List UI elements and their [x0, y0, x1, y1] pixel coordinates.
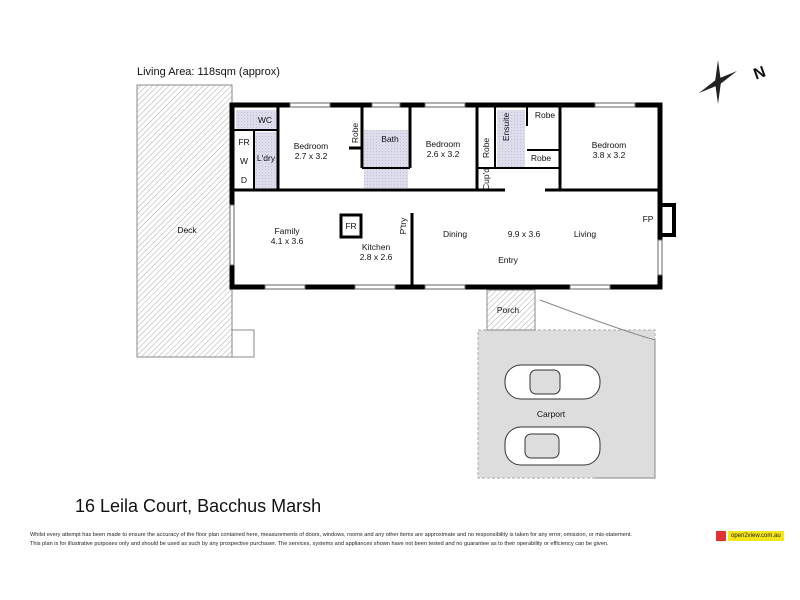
- room-porch: Porch: [496, 305, 520, 315]
- open2view-logo: open2view.com.au: [716, 531, 784, 541]
- room-robe-3b: Robe: [530, 153, 552, 163]
- disclaimer-line-1: Whilst every attempt has been made to en…: [30, 532, 632, 538]
- room-entry: Entry: [498, 255, 518, 265]
- dryer: D: [240, 175, 248, 185]
- room-ensuite: Ensuite: [501, 112, 511, 142]
- room-bedroom-3: Bedroom: [591, 140, 627, 150]
- deck: [136, 84, 233, 358]
- room-bedroom-3-size: 3.8 x 3.2: [592, 150, 626, 160]
- logo-mark-icon: [716, 531, 726, 541]
- room-bedroom-2: Bedroom: [425, 139, 461, 149]
- room-carport: Carport: [536, 409, 566, 419]
- room-bedroom-1: Bedroom: [293, 141, 329, 151]
- porch: [486, 289, 536, 331]
- property-address: 16 Leila Court, Bacchus Marsh: [75, 496, 322, 516]
- room-robe-1: Robe: [350, 122, 360, 144]
- disclaimer-line-2: This plan is for illustrative purposes o…: [30, 541, 609, 547]
- fireplace: FP: [642, 214, 654, 224]
- car-icon: [504, 364, 601, 400]
- compass-icon: [698, 60, 738, 104]
- logo-text: open2view.com.au: [728, 531, 784, 541]
- room-dining: Dining: [442, 229, 468, 239]
- washer: W: [239, 156, 249, 166]
- room-kitchen: Kitchen: [361, 242, 391, 252]
- room-pantry: P'try: [398, 217, 408, 235]
- room-laundry: L'dry: [256, 153, 276, 163]
- room-robe-2: Robe: [481, 137, 491, 159]
- room-bedroom-1-size: 2.7 x 3.2: [294, 151, 328, 161]
- room-wc: WC: [257, 115, 273, 125]
- room-bedroom-2-size: 2.6 x 3.2: [426, 149, 460, 159]
- room-living: Living: [573, 229, 597, 239]
- laundry-fridge: FR: [238, 137, 250, 147]
- living-area-label: Living Area: 118sqm (approx): [137, 66, 280, 78]
- room-robe-3a: Robe: [534, 110, 556, 120]
- room-cupboard: Cup'd: [481, 168, 491, 190]
- room-family-size: 4.1 x 3.6: [270, 236, 304, 246]
- room-bath: Bath: [381, 134, 399, 144]
- room-living-size: 9.9 x 3.6: [507, 229, 541, 239]
- room-kitchen-size: 2.8 x 2.6: [359, 252, 393, 262]
- room-family: Family: [274, 226, 300, 236]
- car-icon: [504, 426, 601, 466]
- kitchen-fridge: FR: [345, 221, 357, 231]
- room-deck: Deck: [177, 225, 197, 235]
- disclaimer: Whilst every attempt has been made to en…: [30, 531, 632, 549]
